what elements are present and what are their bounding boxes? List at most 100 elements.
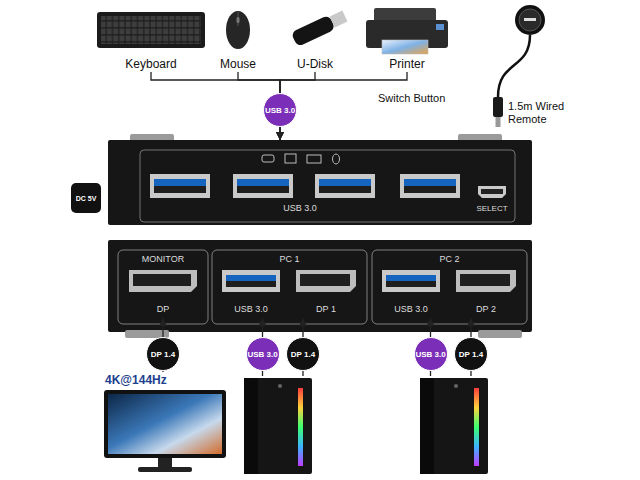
port-group: PC 2 USB 3.0 DP 2 [372, 250, 527, 324]
port: DP 2 [450, 268, 522, 318]
port-label: DP [157, 304, 170, 314]
usb-port-inner [319, 179, 371, 193]
badge-holder: USB 3.0 [246, 337, 280, 371]
mouse-wheel [237, 17, 240, 23]
usb-ports [150, 174, 460, 198]
port-group: MONITOR DP [118, 250, 208, 324]
badge-holder: DP 1.4 [286, 337, 320, 371]
group-label: PC 1 [279, 254, 299, 264]
u-disk-plug [330, 11, 348, 28]
usb-port [400, 174, 460, 198]
monitor-screen [108, 394, 222, 454]
label-holder: 1.5m Wired Remote [508, 100, 600, 126]
usb-port-inner [237, 179, 289, 193]
keyboard-keys [101, 16, 201, 44]
usb-port [315, 174, 375, 198]
pc-tower [240, 376, 316, 476]
device-label: Printer [389, 58, 424, 72]
dp-port-inner [133, 274, 191, 286]
select-port: SELECT [470, 184, 514, 216]
group-outline [118, 250, 208, 324]
select-port-shell [478, 186, 506, 198]
usb-port [222, 270, 280, 292]
pc-tower [416, 376, 492, 476]
badge-holder: USB 3.0 [263, 93, 297, 127]
usb-port-tongue [237, 179, 289, 186]
badge-holder: DP 1.4 [146, 337, 180, 371]
dp-port [296, 270, 356, 292]
remote-mark [524, 18, 536, 21]
printer-paper [382, 40, 428, 54]
monitor-frame [104, 390, 226, 458]
remote-cable [498, 35, 530, 97]
pc-power-button [278, 384, 282, 388]
mouse-body [226, 11, 250, 49]
pc-tower-light [474, 388, 479, 466]
back-ports [129, 270, 516, 292]
usb-port [150, 174, 210, 198]
badge-holder: USB 3.0 [414, 337, 448, 371]
label-holder: DC 5V [71, 183, 101, 213]
switch-housing [108, 140, 532, 225]
device-box: U-Disk [272, 6, 358, 72]
u-disk-body [291, 15, 336, 47]
group-label: MONITOR [142, 254, 184, 264]
device-box: Keyboard [95, 6, 207, 72]
port-outline [140, 150, 515, 222]
pc-tower-light [298, 388, 303, 466]
usb-port-tongue [404, 179, 456, 186]
device-label: Keyboard [125, 58, 176, 72]
usb-port-inner [226, 275, 276, 287]
printer-screen [436, 24, 444, 30]
switch-front-panel: USB 3.0SELECT [108, 140, 532, 225]
port: USB 3.0 [217, 268, 285, 318]
port-label: USB 3.0 [394, 304, 428, 314]
keyboard-icon [307, 155, 321, 163]
port: USB 3.0 [377, 268, 445, 318]
pc-tower-body [420, 378, 488, 474]
dp-port [456, 270, 516, 292]
pc-tower-body [244, 378, 312, 474]
usb-port-tongue [154, 179, 206, 186]
switch-foot [478, 330, 522, 338]
keyboard-body [97, 12, 205, 48]
label-holder: Switch Button [378, 92, 445, 104]
dp-port [129, 270, 197, 292]
port-icons [262, 154, 340, 164]
u-disk-icon [291, 9, 349, 47]
power-badge: DC 5V [71, 183, 101, 213]
usb-port-inner [154, 179, 206, 193]
port-label: SELECT [476, 204, 507, 213]
usb-port-inner [404, 179, 456, 193]
dp-port-inner [460, 274, 510, 286]
port: DP 1 [290, 268, 362, 318]
remote-button [519, 9, 541, 31]
monitor-base [138, 467, 192, 472]
group-label: PC 2 [439, 254, 459, 264]
port-label: DP 2 [476, 304, 496, 314]
camera-icon [262, 155, 274, 162]
callout-label: Switch Button [378, 92, 445, 104]
device-label: U-Disk [297, 58, 333, 72]
switch-housing [108, 240, 532, 332]
port-badge: DP 1.4 [454, 337, 488, 371]
callout-label: 1.5m Wired Remote [508, 100, 600, 126]
port-badge: USB 3.0 [263, 93, 297, 127]
usb-port-inner [386, 275, 436, 287]
port-label: DP 1 [316, 304, 336, 314]
port-badge: DP 1.4 [286, 337, 320, 371]
monitor: 4K@144Hz [100, 372, 230, 476]
device-box: Printer [362, 2, 452, 72]
printer-icon [285, 154, 296, 163]
mouse-icon [333, 154, 340, 164]
port-badge: USB 3.0 [246, 337, 280, 371]
usb-port-tongue [319, 179, 371, 186]
dp-port-inner [300, 274, 350, 286]
group-outline [212, 250, 367, 324]
pc-power-button [454, 384, 458, 388]
group-outline [372, 250, 527, 324]
usb-port-tongue [226, 275, 276, 281]
